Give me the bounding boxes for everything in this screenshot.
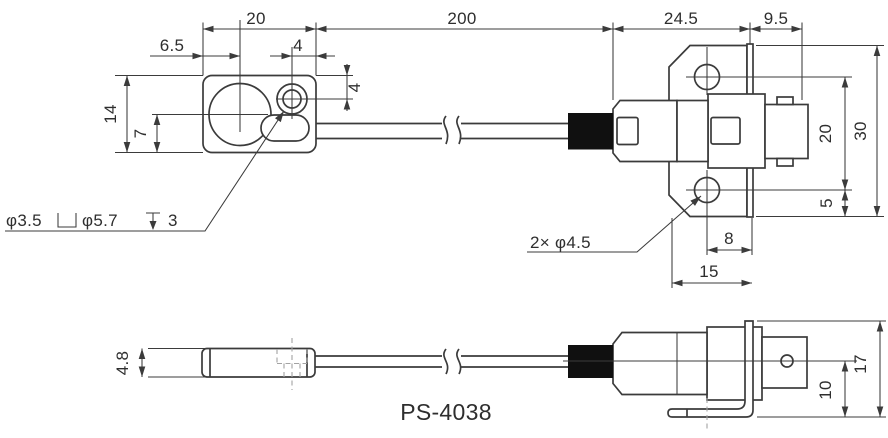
dim-cable-length: 200 <box>447 9 476 28</box>
dim-hole-edge-offset: 4 <box>293 36 303 55</box>
plug-body-side <box>612 331 708 396</box>
l-bracket <box>667 320 754 418</box>
cable-break-icon-side <box>443 348 462 375</box>
depth-icon <box>146 212 160 230</box>
dim-hole-top-offset: 4 <box>345 83 364 93</box>
bnc-lug-bottom <box>776 157 794 167</box>
cable-break-icon <box>443 115 462 145</box>
mount-holes-callout: 2× φ4.5 <box>527 195 702 253</box>
counterbore-callout: φ3.5 φ5.7 3 <box>5 110 285 232</box>
coupling-inner-detail <box>710 116 741 145</box>
counterbore-dia: φ5.7 <box>82 211 118 230</box>
dim-hole-pitch: 20 <box>816 124 835 144</box>
dim-head-thickness: 4.8 <box>113 351 132 376</box>
dim-head-width: 20 <box>246 9 266 28</box>
dim-hole-plate: 8 <box>724 229 734 248</box>
dim-lens-offset: 6.5 <box>160 36 185 55</box>
counterbore-depth: 3 <box>168 211 178 230</box>
dim-bnc-length: 9.5 <box>764 9 789 28</box>
part-number-label: PS-4038 <box>400 399 492 425</box>
strain-relief <box>568 113 613 150</box>
dim-overall-height: 17 <box>851 354 870 374</box>
top-view-dimensions: 20 200 24.5 9.5 6.5 4 4 14 7 30 20 5 <box>5 9 884 288</box>
dim-flange-height: 30 <box>851 121 870 141</box>
wiring-slot <box>260 114 310 142</box>
side-view-dimensions: 4.8 10 17 <box>113 320 886 418</box>
cable-run <box>316 122 568 140</box>
counterbore-drill-dia: φ3.5 <box>6 211 42 230</box>
mount-holes-label: 2× φ4.5 <box>530 233 591 252</box>
bnc-lug-top <box>776 96 794 106</box>
plug-mid-section <box>676 99 709 163</box>
dim-lens-height: 7 <box>131 129 150 139</box>
sensor-head-side <box>201 347 316 378</box>
counterbore-icon <box>57 213 77 228</box>
plug-inner-detail <box>616 116 639 146</box>
dim-head-height: 14 <box>101 104 120 124</box>
dim-hole-bottom: 5 <box>817 198 836 208</box>
dim-axis-height: 10 <box>816 380 835 400</box>
side-view <box>201 320 857 432</box>
dim-flange-width: 15 <box>699 262 719 281</box>
bnc-barrel <box>764 103 809 160</box>
cable-run-side <box>315 355 568 368</box>
top-view <box>202 43 809 218</box>
dim-plug-length: 24.5 <box>664 9 698 28</box>
